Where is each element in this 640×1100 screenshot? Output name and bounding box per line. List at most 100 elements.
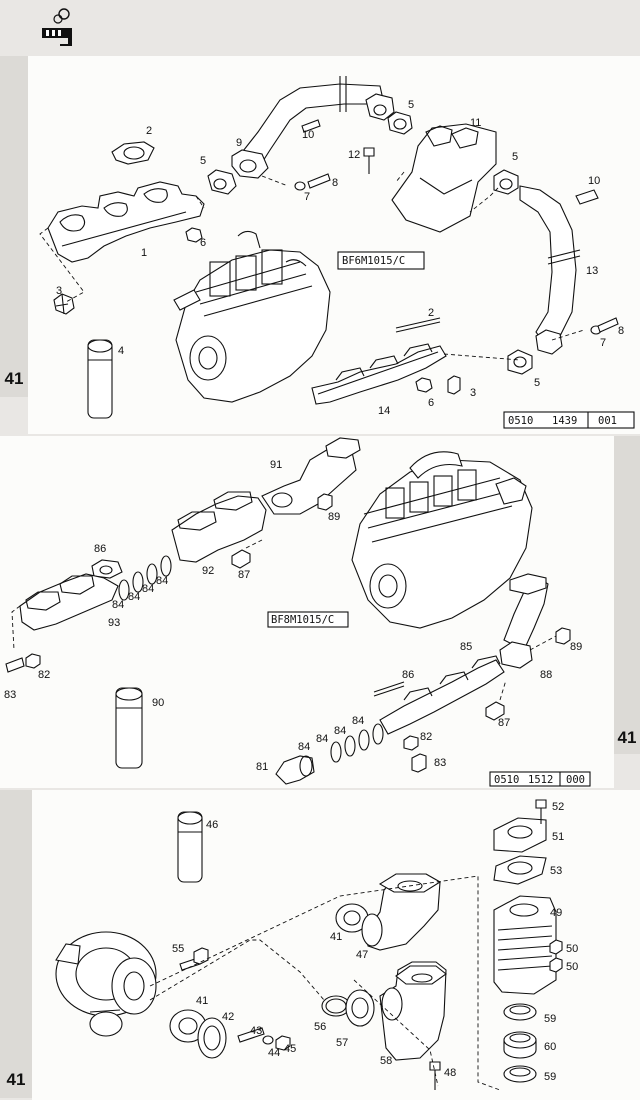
callout-label: 42 (222, 1011, 234, 1023)
callout-label: 89 (570, 641, 582, 653)
callout-label: 87 (498, 717, 510, 729)
section-tab-label: 41 (617, 728, 637, 747)
callout-label: 44 (268, 1047, 280, 1059)
callout-label: 10 (588, 175, 600, 187)
callout-label: 46 (206, 819, 218, 831)
exhaust-pipe-part-9 (231, 76, 385, 179)
callout-label: 82 (420, 731, 432, 743)
bolt-part-55 (179, 947, 209, 971)
clamp-part-57 (345, 989, 375, 1027)
bellows-part-49 (493, 895, 557, 995)
drawing-number-part: 0510 (494, 774, 519, 786)
model-label-bf8m1015c: BF8M1015/C (271, 614, 334, 626)
exhaust-pipe-part-88 (499, 573, 549, 669)
bolt-part-87 (231, 549, 505, 721)
bolt-part-48 (429, 1061, 441, 1090)
callout-label: 84 (112, 599, 124, 611)
nut-part-6 (185, 227, 433, 393)
callout-label: 2 (428, 307, 434, 319)
callout-label: 93 (108, 617, 120, 629)
callout-label: 84 (156, 575, 168, 587)
callout-label: 57 (336, 1037, 348, 1049)
callout-label: 5 (534, 377, 540, 389)
drawing-number-box (503, 411, 635, 429)
exhaust-pipe-part-13 (519, 185, 581, 355)
callout-label: 87 (238, 569, 250, 581)
turbocharger-illustration (55, 931, 157, 1037)
washer-part-44 (262, 1035, 274, 1045)
bolt-part-3-top (53, 293, 75, 315)
manifold-part-85 (379, 655, 505, 735)
callout-label: 59 (544, 1013, 556, 1025)
callout-label: 84 (142, 583, 154, 595)
manufacturer-logo-icon (38, 6, 78, 48)
engine-illustration-bf8m1015c (351, 451, 533, 629)
callout-label: 41 (196, 995, 208, 1007)
exhaust-elbow-part-47 (361, 873, 442, 951)
callout-label: 12 (348, 149, 360, 161)
manifold-part-93 (19, 573, 119, 631)
callout-label: 86 (402, 669, 414, 681)
gasket-part-5 (207, 93, 533, 375)
exhaust-elbow-part-91 (261, 437, 361, 515)
filter-cartridge-part-90 (115, 687, 143, 769)
nut-part-89 (317, 493, 571, 645)
drawing-number-part: 000 (566, 774, 585, 786)
section-tab-top: 41 (0, 56, 28, 397)
callout-label: 6 (200, 237, 206, 249)
filter-cartridge-part-46 (177, 811, 203, 883)
callout-label: 45 (284, 1043, 296, 1055)
flange-part-51 (493, 817, 547, 853)
section-tab-middle: 41 (614, 436, 640, 754)
manifold-part-92 (171, 491, 267, 563)
callout-label: 5 (200, 155, 206, 167)
seal-ring-part-60 (503, 1031, 537, 1059)
callout-label: 10 (302, 129, 314, 141)
section-tab-bottom: 41 (0, 790, 32, 1098)
exhaust-manifold-part-1 (47, 181, 205, 263)
callout-label: 4 (118, 345, 124, 357)
callout-label: 14 (378, 405, 390, 417)
callout-label: 84 (352, 715, 364, 727)
callout-label: 8 (332, 177, 338, 189)
callout-label: 84 (128, 591, 140, 603)
nut-part-50 (549, 939, 563, 973)
callout-label: 3 (56, 285, 62, 297)
section-tab-label: 41 (6, 1070, 26, 1089)
callout-label: 90 (152, 697, 164, 709)
callout-label: 84 (316, 733, 328, 745)
manifold-part-14 (311, 317, 447, 405)
callout-label: 47 (356, 949, 368, 961)
callout-label: 82 (38, 669, 50, 681)
callout-label: 3 (470, 387, 476, 399)
callout-label: 85 (460, 641, 472, 653)
seal-ring-part-84 (118, 555, 384, 763)
callout-label: 91 (270, 459, 282, 471)
engine-illustration-bf6m1015c (173, 230, 331, 403)
callout-label: 59 (544, 1071, 556, 1083)
callout-label: 56 (314, 1021, 326, 1033)
drawing-number-part: 001 (598, 415, 617, 427)
callout-label: 7 (600, 337, 606, 349)
bolt-part-3-lower (447, 375, 461, 395)
drawing-number-part: 1439 (552, 415, 577, 427)
callout-label: 89 (328, 511, 340, 523)
diagram-panel-bf6m1015c (28, 56, 640, 434)
callout-label: 8 (618, 325, 624, 337)
callout-label: 84 (298, 741, 310, 753)
drawing-number-part: 0510 (508, 415, 533, 427)
elbow-part-81 (275, 755, 315, 785)
callout-label: 83 (434, 757, 446, 769)
callout-label: 48 (444, 1067, 456, 1079)
bolt-part-52 (535, 799, 547, 824)
callout-label: 50 (566, 961, 578, 973)
callout-label: 5 (408, 99, 414, 111)
nut-part-45 (275, 1035, 291, 1051)
drawing-number-part: 1512 (528, 774, 553, 786)
callout-label: 86 (94, 543, 106, 555)
callout-label: 43 (250, 1025, 262, 1037)
callout-label: 88 (540, 669, 552, 681)
